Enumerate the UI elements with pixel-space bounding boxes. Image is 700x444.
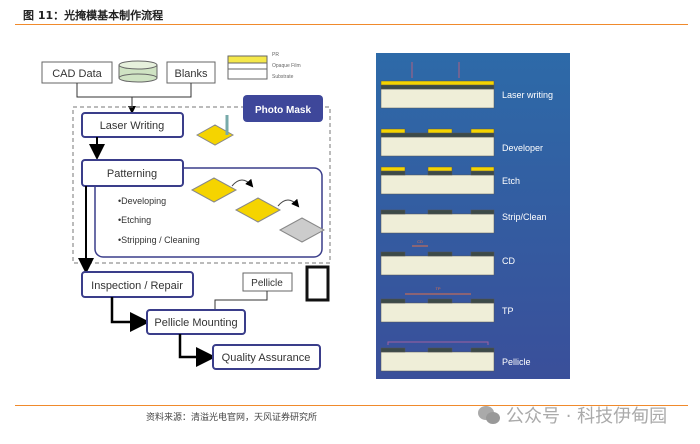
photoresist-segment	[380, 166, 406, 172]
pattern-tiles-icon	[190, 177, 326, 243]
step-label-cd: CD	[502, 256, 515, 266]
step-label-laser-writing: Laser writing	[502, 90, 553, 100]
photoresist-segment	[427, 128, 453, 134]
process-diagram: CAD Data Blanks PR Opaque Film Substrate…	[41, 52, 570, 379]
step-stripping: •Stripping / Cleaning	[118, 235, 200, 245]
pellicle-label: Pellicle	[251, 278, 283, 289]
inspection-box	[81, 271, 194, 298]
blanks-label: Blanks	[174, 68, 208, 80]
substrate	[380, 302, 495, 323]
layer-legend: PR Opaque Film Substrate	[227, 52, 301, 80]
opaque-film-segment	[380, 209, 406, 215]
step-label-etch: Etch	[502, 176, 520, 186]
wechat-icon	[478, 406, 500, 424]
opaque-film-segment	[427, 209, 453, 215]
opaque-film-segment	[470, 347, 495, 353]
laser-writing-label: Laser Writing	[100, 120, 165, 132]
cd-mark: CD	[417, 239, 423, 244]
pellicle-mounting-label: Pellicle Mounting	[154, 317, 237, 329]
opaque-film-segment	[427, 298, 453, 304]
quality-assurance-box	[212, 344, 321, 370]
step-label-pellicle: Pellicle	[502, 357, 531, 367]
footer-rule	[15, 405, 688, 406]
opaque-film-segment	[380, 298, 406, 304]
figure-title: 图 11：光掩模基本制作流程	[23, 9, 164, 22]
pellicle-frame-icon	[305, 265, 330, 302]
opaque-film	[380, 84, 495, 90]
laser-tile-icon	[195, 115, 235, 146]
patterning-box	[81, 159, 184, 187]
process-steps-panel: CD TP Laser writing Developer Etch Strip…	[376, 53, 570, 379]
opaque-film	[380, 132, 495, 138]
opaque-film-segment	[427, 347, 453, 353]
watermark-text: 公众号 · 科技伊甸园	[506, 406, 668, 427]
photoresist-segment	[470, 166, 495, 172]
opaque-film-segment	[380, 170, 406, 176]
substrate	[380, 136, 495, 157]
opaque-film-segment	[380, 251, 406, 257]
flow-chart: CAD Data Blanks PR Opaque Film Substrate…	[41, 52, 331, 370]
step-label-developer: Developer	[502, 143, 543, 153]
quality-assurance-label: Quality Assurance	[222, 352, 311, 364]
title-rule	[15, 24, 688, 25]
substrate	[380, 174, 495, 195]
inspection-label: Inspection / Repair	[91, 280, 183, 292]
photoresist-segment	[470, 128, 495, 134]
opaque-film-segment	[427, 251, 453, 257]
pellicle-mounting-box	[146, 309, 246, 335]
opaque-film-segment	[427, 170, 453, 176]
legend-substrate: Substrate	[272, 74, 294, 80]
cad-data-label: CAD Data	[52, 68, 102, 80]
photoresist-segment	[427, 166, 453, 172]
legend-opaque-film: Opaque Film	[272, 63, 301, 69]
photo-mask-region	[72, 106, 331, 264]
substrate	[380, 213, 495, 234]
opaque-film-segment	[470, 209, 495, 215]
photoresist	[380, 80, 495, 86]
photo-mask-label: Photo Mask	[255, 105, 312, 116]
step-label-strip-clean: Strip/Clean	[502, 212, 547, 222]
photoresist-segment	[380, 128, 406, 134]
laser-writing-box	[81, 112, 184, 138]
patterning-container	[94, 167, 323, 258]
watermark: 公众号 · 科技伊甸园	[478, 402, 667, 428]
substrate	[380, 255, 495, 276]
step-developing: •Developing	[118, 196, 166, 206]
opaque-film-segment	[470, 251, 495, 257]
patterning-label: Patterning	[107, 168, 157, 180]
legend-pr: PR	[272, 52, 279, 58]
step-etching: •Etching	[118, 215, 151, 225]
database-icon	[118, 60, 158, 83]
step-label-tp: TP	[502, 306, 514, 316]
photo-mask-badge	[243, 95, 323, 122]
opaque-film-segment	[380, 347, 406, 353]
opaque-film-segment	[470, 298, 495, 304]
substrate	[380, 351, 495, 372]
substrate	[380, 88, 495, 109]
tp-mark: TP	[435, 286, 440, 291]
source-note: 资料来源：清溢光电官网，天风证券研究所	[146, 413, 318, 423]
opaque-film-segment	[470, 170, 495, 176]
